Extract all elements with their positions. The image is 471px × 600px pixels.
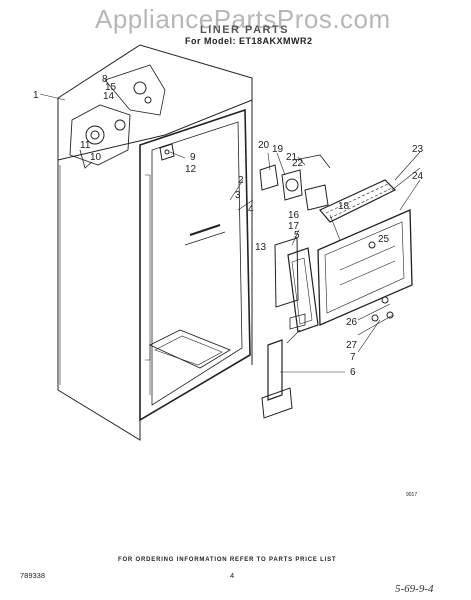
callout-20: 20	[258, 140, 270, 151]
callout-26: 26	[346, 317, 358, 328]
callout-27: 27	[346, 340, 358, 351]
document-number: 789338	[20, 571, 46, 580]
callout-1: 1	[33, 90, 39, 101]
callout-15: 15	[105, 82, 117, 93]
callout-24: 24	[412, 171, 424, 182]
screws	[368, 241, 394, 322]
callout-16: 16	[288, 210, 300, 221]
callout-11: 11	[80, 140, 91, 151]
callout-3: 3	[235, 190, 241, 201]
image-code: 9017	[406, 492, 418, 498]
callout-labels: 1 2 3 4 5 6 7 8 9 10 11 12 13 14 15 16 1…	[33, 74, 424, 378]
callout-19: 19	[272, 144, 284, 155]
callout-18: 18	[338, 201, 350, 212]
callout-9: 9	[190, 152, 196, 163]
fan-motor-assembly	[259, 154, 331, 211]
cabinet-outline	[57, 44, 253, 441]
callout-8: 8	[102, 74, 108, 85]
leader-lines	[39, 93, 421, 373]
callout-10: 10	[90, 152, 102, 163]
callout-22: 22	[292, 158, 304, 169]
hinge-bracket	[159, 143, 175, 161]
front-panel	[287, 247, 319, 333]
control-bracket	[69, 64, 166, 169]
page-number: 4	[230, 571, 235, 580]
handwritten-note: 5-69-9-4	[395, 583, 434, 595]
evaporator-coil	[319, 179, 397, 223]
callout-21: 21	[286, 152, 298, 163]
rear-panel	[317, 209, 413, 326]
model-number: For Model: ET18AKXMWR2	[185, 36, 313, 46]
callout-6: 6	[350, 367, 356, 378]
drain-trough	[261, 339, 293, 419]
callout-25: 25	[378, 234, 390, 245]
cover-panel	[274, 237, 306, 330]
callout-12: 12	[185, 164, 197, 175]
callout-23: 23	[412, 144, 424, 155]
ordering-note: FOR ORDERING INFORMATION REFER TO PARTS …	[118, 557, 337, 563]
callout-17: 17	[288, 221, 300, 232]
callout-5: 5	[294, 230, 300, 241]
page-title: LINER PARTS	[200, 24, 290, 36]
callout-7: 7	[350, 352, 356, 363]
callout-14: 14	[103, 91, 115, 102]
liner-frame	[139, 108, 251, 422]
callout-2: 2	[238, 175, 244, 186]
callout-4: 4	[248, 204, 254, 215]
callout-13: 13	[255, 242, 267, 253]
site-watermark: AppliancePartsPros.com	[95, 4, 391, 34]
